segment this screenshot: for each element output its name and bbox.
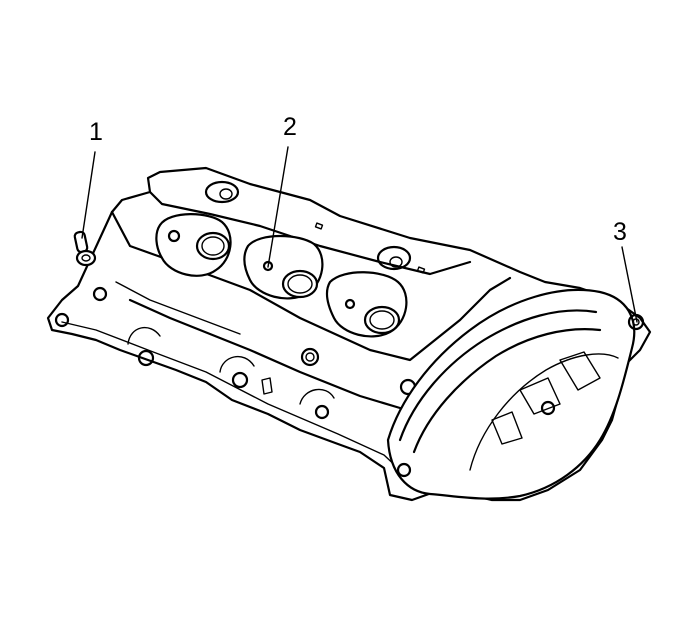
callout-1-leader <box>81 151 96 239</box>
callout-2-leader <box>267 146 289 268</box>
callout-2-label: 2 <box>283 113 297 141</box>
callout-3-leader <box>621 246 638 323</box>
callout-1-label: 1 <box>89 118 103 146</box>
callout-3-label: 3 <box>613 218 627 246</box>
